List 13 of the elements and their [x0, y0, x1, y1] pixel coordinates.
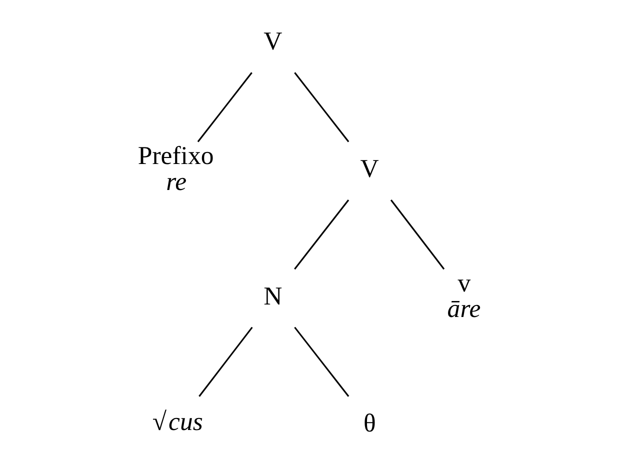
connector [390, 200, 444, 270]
node-text: θ [363, 408, 376, 438]
node-text: v āre [446, 268, 480, 324]
connector [198, 326, 252, 397]
connector [294, 200, 349, 270]
connector [294, 72, 349, 142]
node-text: Prefixo re [137, 141, 214, 196]
node-text: √cus [152, 406, 202, 436]
node-text: V [360, 154, 378, 183]
connector [196, 72, 252, 142]
node-text: V [263, 26, 282, 56]
node-text: N [263, 281, 282, 310]
connector [294, 326, 349, 397]
